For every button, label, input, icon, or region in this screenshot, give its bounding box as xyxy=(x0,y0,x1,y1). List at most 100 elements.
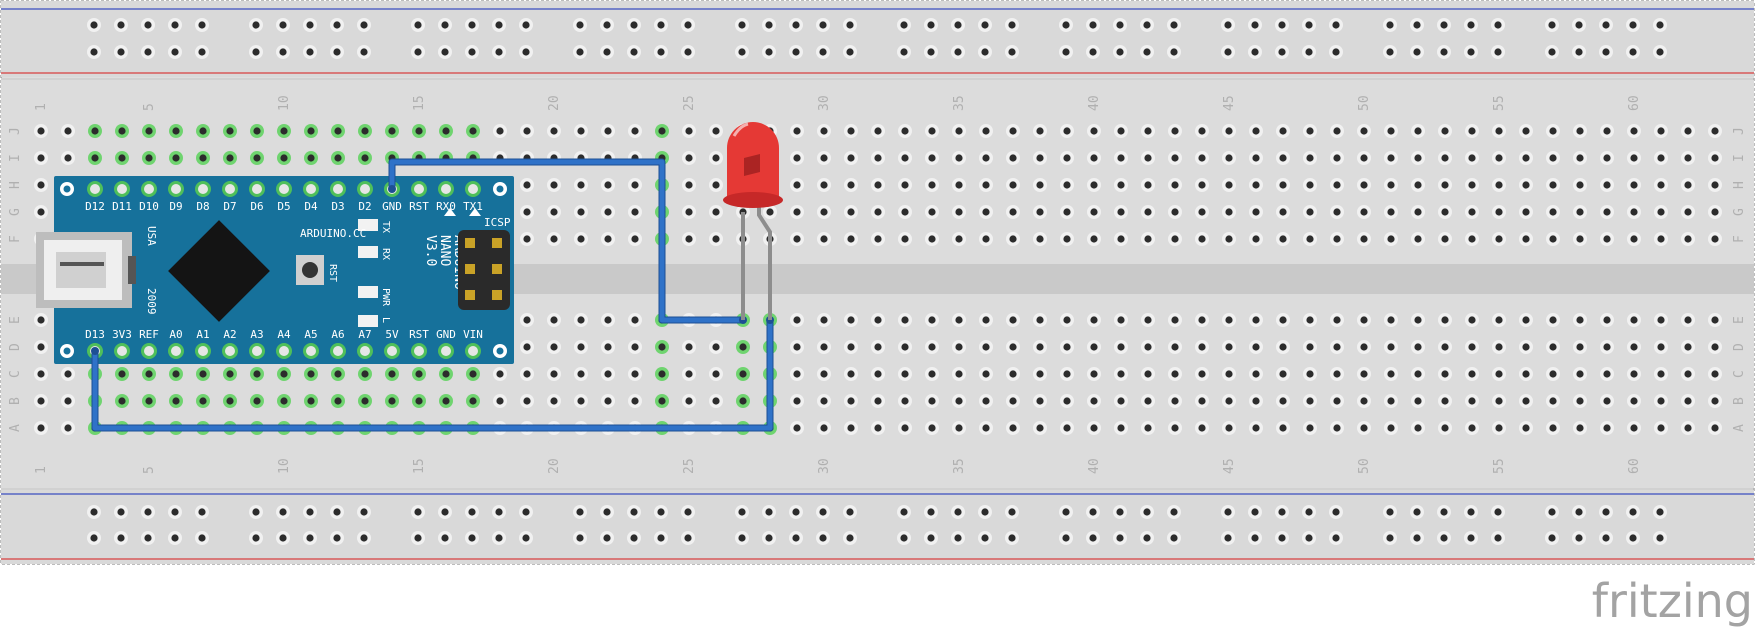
arduino-pin-pad xyxy=(252,184,262,194)
hole-center xyxy=(1467,508,1475,516)
hole-center xyxy=(738,48,746,56)
hole-center xyxy=(1414,181,1422,189)
hole-center xyxy=(1575,534,1583,542)
hole-center xyxy=(550,397,558,405)
hole-center xyxy=(64,397,72,405)
hole-center xyxy=(1036,235,1044,243)
hole-center xyxy=(1306,370,1314,378)
arduino-nano-board xyxy=(54,176,514,364)
hole-center xyxy=(738,534,746,542)
icsp-label: ICSP xyxy=(484,216,511,229)
hole-center xyxy=(847,181,855,189)
hole-center xyxy=(631,181,639,189)
hole-center xyxy=(1063,208,1071,216)
hole-center xyxy=(1224,48,1232,56)
column-number-top: 45 xyxy=(1222,95,1237,111)
hole-center xyxy=(307,370,315,378)
hole-center xyxy=(1387,235,1395,243)
row-letter-right: E xyxy=(1732,316,1747,324)
hole-center xyxy=(712,397,720,405)
hole-center xyxy=(1549,154,1557,162)
hole-center xyxy=(226,397,234,405)
hole-center xyxy=(1360,154,1368,162)
hole-center xyxy=(820,235,828,243)
hole-center xyxy=(577,316,585,324)
hole-center xyxy=(928,208,936,216)
hole-center xyxy=(1305,508,1313,516)
hole-center xyxy=(333,534,341,542)
hole-center xyxy=(279,21,287,29)
hole-center xyxy=(847,154,855,162)
arduino-pin-pad xyxy=(117,346,127,356)
pin-label-top: D7 xyxy=(223,200,236,213)
hole-center xyxy=(1657,370,1665,378)
icsp-pin xyxy=(492,238,502,248)
hole-center xyxy=(1441,235,1449,243)
hole-center xyxy=(1467,534,1475,542)
hole-center xyxy=(1063,343,1071,351)
hole-center xyxy=(414,21,422,29)
hole-center xyxy=(846,21,854,29)
hole-center xyxy=(1684,208,1692,216)
hole-center xyxy=(1279,235,1287,243)
row-letter-right: G xyxy=(1732,208,1747,216)
hole-center xyxy=(1549,424,1557,432)
hole-center xyxy=(1386,534,1394,542)
hole-center xyxy=(1494,508,1502,516)
hole-center xyxy=(793,208,801,216)
hole-center xyxy=(171,48,179,56)
hole-center xyxy=(1468,235,1476,243)
arduino-pin-pad xyxy=(306,346,316,356)
pin-label-bottom: D13 xyxy=(85,328,105,341)
hole-center xyxy=(1062,508,1070,516)
hole-center xyxy=(1549,316,1557,324)
hole-center xyxy=(874,154,882,162)
column-number-top: 15 xyxy=(412,95,427,111)
hole-center xyxy=(793,154,801,162)
row-letter-left: I xyxy=(8,154,23,162)
hole-center xyxy=(226,154,234,162)
hole-center xyxy=(523,316,531,324)
arduino-pin-pad xyxy=(414,346,424,356)
hole-center xyxy=(1630,316,1638,324)
hole-center xyxy=(1063,370,1071,378)
hole-center xyxy=(1657,343,1665,351)
hole-center xyxy=(685,235,693,243)
hole-center xyxy=(603,508,611,516)
hole-center xyxy=(1414,235,1422,243)
hole-center xyxy=(712,235,720,243)
hole-center xyxy=(306,508,314,516)
hole-center xyxy=(1360,127,1368,135)
hole-center xyxy=(793,127,801,135)
hole-center xyxy=(1711,316,1719,324)
hole-center xyxy=(1063,235,1071,243)
hole-center xyxy=(793,316,801,324)
hole-center xyxy=(171,508,179,516)
hole-center xyxy=(1413,534,1421,542)
hole-center xyxy=(1711,424,1719,432)
hole-center xyxy=(1279,127,1287,135)
hole-center xyxy=(1468,343,1476,351)
column-number-bottom: 60 xyxy=(1627,458,1642,474)
hole-center xyxy=(171,21,179,29)
arduino-pin-pad xyxy=(333,346,343,356)
hole-center xyxy=(1171,343,1179,351)
hole-center xyxy=(1090,397,1098,405)
hole-center xyxy=(550,370,558,378)
hole-center xyxy=(1279,397,1287,405)
row-letter-right: H xyxy=(1732,181,1747,189)
hole-center xyxy=(1279,424,1287,432)
hole-center xyxy=(1225,235,1233,243)
hole-center xyxy=(414,534,422,542)
row-letter-left: G xyxy=(8,208,23,216)
hole-center xyxy=(901,208,909,216)
hole-center xyxy=(441,508,449,516)
hole-center xyxy=(1170,508,1178,516)
hole-center xyxy=(1522,343,1530,351)
hole-center xyxy=(928,343,936,351)
hole-center xyxy=(495,48,503,56)
hole-center xyxy=(1495,316,1503,324)
hole-center xyxy=(1495,154,1503,162)
hole-center xyxy=(1171,127,1179,135)
hole-center xyxy=(1252,235,1260,243)
